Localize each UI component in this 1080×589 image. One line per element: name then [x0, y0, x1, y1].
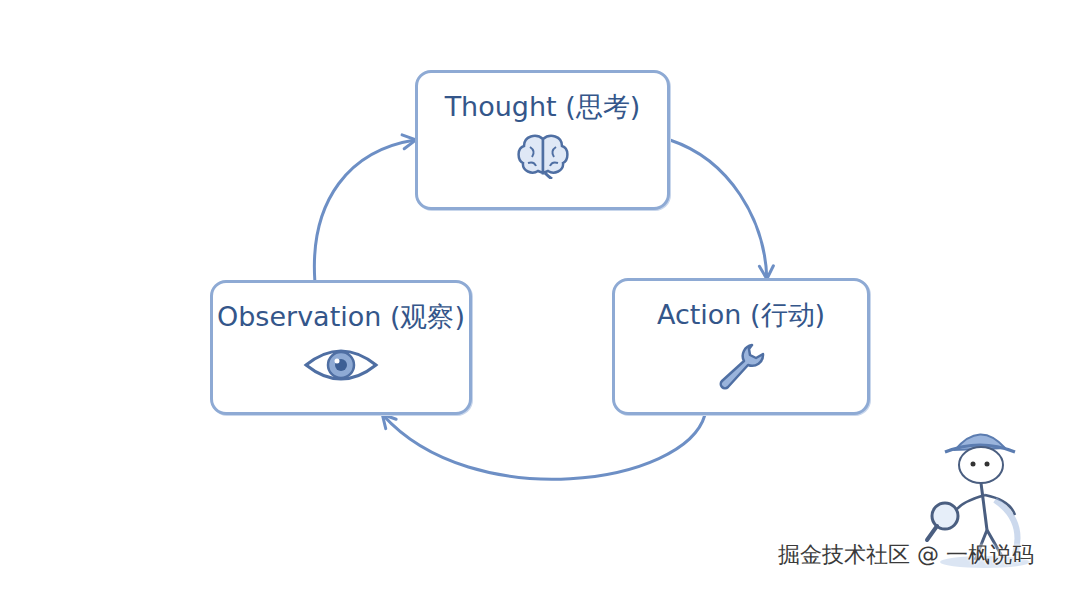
thought-box: Thought (思考) — [415, 70, 670, 210]
node-icon — [516, 133, 570, 183]
node-label: Thought (思考) — [445, 91, 641, 123]
wrench-icon — [716, 341, 766, 391]
node-icon — [303, 343, 379, 391]
node-label: Observation (观察) — [217, 301, 465, 333]
node-icon — [716, 341, 766, 395]
eye-icon — [303, 343, 379, 387]
observation-box: Observation (观察) — [210, 280, 472, 415]
cycle-arrow — [383, 415, 705, 479]
watermark: 掘金技术社区 @ 一枫说码 — [778, 540, 1034, 570]
brain-icon — [516, 133, 570, 179]
node-label: Action (行动) — [657, 299, 825, 331]
cycle-arrow — [314, 140, 415, 280]
action-box: Action (行动) — [612, 278, 870, 415]
cycle-arrow — [670, 140, 767, 278]
